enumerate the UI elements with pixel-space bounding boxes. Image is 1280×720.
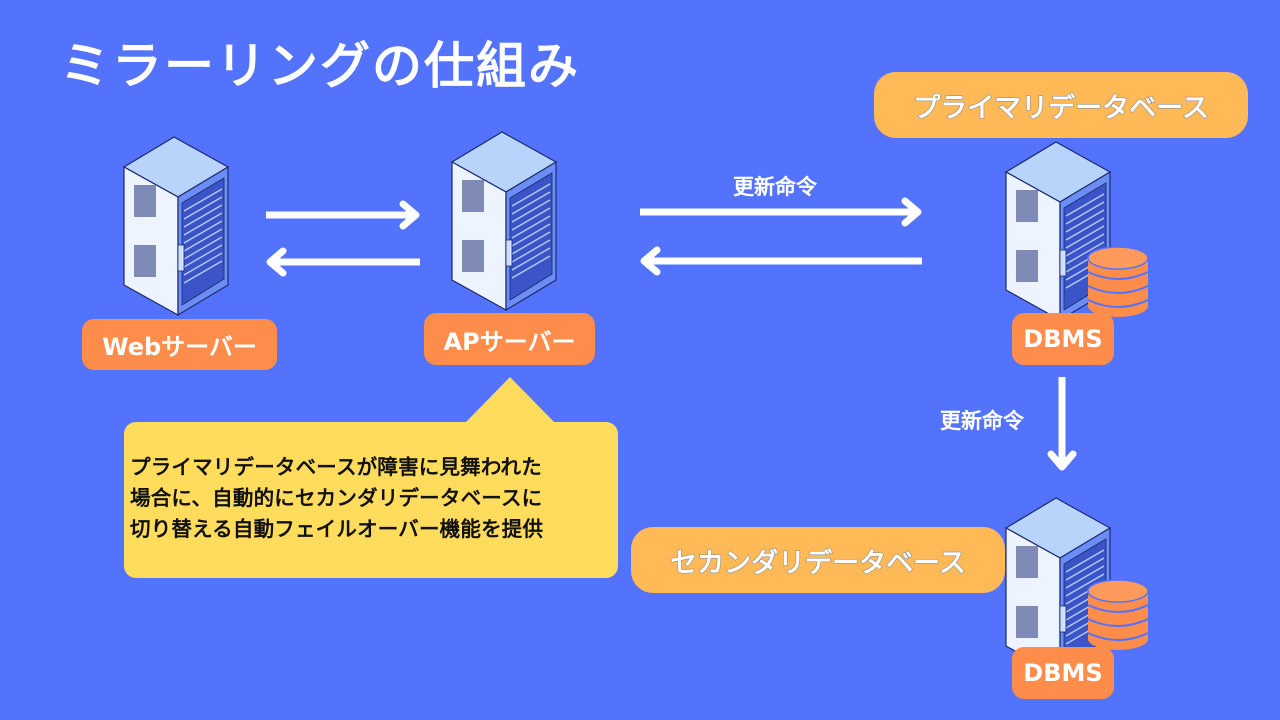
arrow-left-icon: [640, 246, 922, 276]
note-line: プライマリデータベースが障害に見舞われた: [130, 455, 542, 479]
primary-dbms-label: DBMS: [1012, 313, 1114, 365]
arrow-left-icon: [266, 247, 420, 277]
note-line: 切り替える自動フェイルオーバー機能を提供: [130, 517, 544, 541]
ap-server-label: APサーバー: [424, 313, 595, 365]
secondary-database-label: セカンダリデータベース: [631, 527, 1005, 593]
update-command-caption-1: 更新命令: [733, 175, 817, 199]
arrow-right-icon: [266, 200, 420, 230]
page-title: ミラーリングの仕組み: [60, 37, 580, 95]
update-command-caption-2: 更新命令: [940, 409, 1024, 433]
ap-server-icon: [451, 131, 557, 311]
primary-database-label: プライマリデータベース: [874, 72, 1248, 138]
arrow-right-icon: [640, 197, 922, 227]
note-line: 場合に、自動的にセカンダリデータベースに: [130, 486, 543, 510]
arrow-down-icon: [1047, 377, 1077, 471]
web-server-label: Webサーバー: [82, 319, 277, 370]
failover-note: プライマリデータベースが障害に見舞われた 場合に、自動的にセカンダリデータベース…: [124, 422, 618, 578]
secondary-dbms-label: DBMS: [1012, 647, 1114, 699]
web-server-icon: [123, 136, 229, 316]
callout-pointer: [466, 377, 554, 422]
